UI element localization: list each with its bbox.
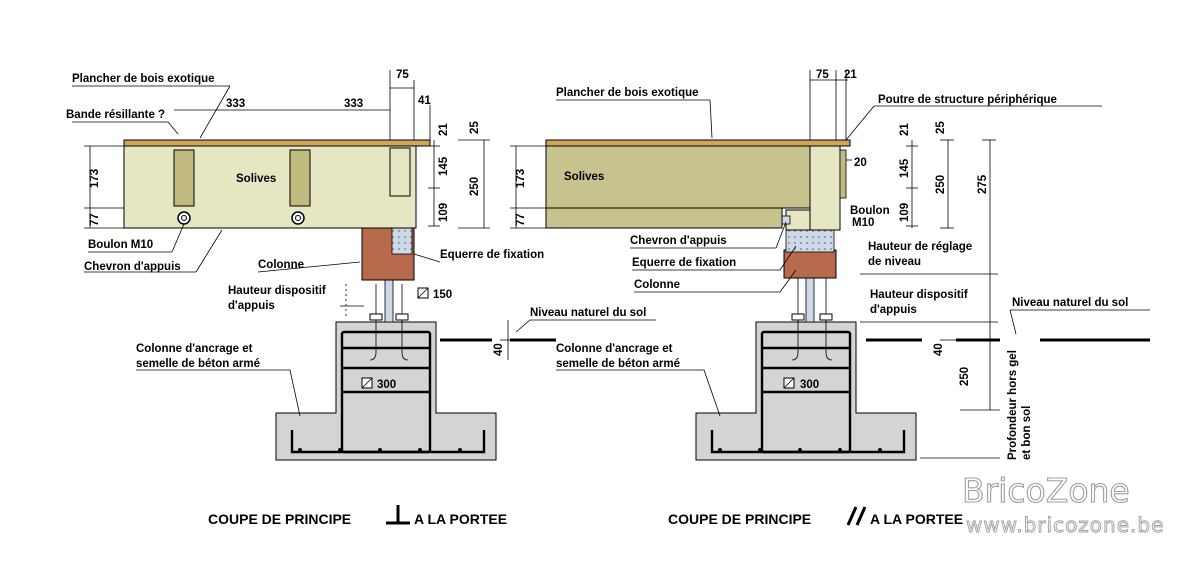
- right-perimeter-beam: [809, 145, 841, 231]
- left-joist: [123, 145, 417, 229]
- right-label-hauteur-2: d'appuis: [870, 304, 917, 316]
- right-label-ancrage-1: Colonne d'ancrage et: [556, 343, 673, 355]
- right-column: [783, 249, 837, 279]
- right-bracket: [785, 229, 835, 253]
- right-caption-suffix: A LA PORTEE: [870, 511, 963, 527]
- left-caption-suffix: A LA PORTEE: [414, 511, 507, 527]
- left-anchor-bolts: [369, 279, 409, 361]
- right-dim-75: 75: [816, 69, 829, 81]
- right-label-boulon-2: M10: [852, 217, 874, 229]
- left-dim-77: 77: [89, 213, 101, 226]
- right-caption-prefix: COUPE DE PRINCIPE: [668, 511, 811, 527]
- left-label-equerre: Equerre de fixation: [440, 249, 544, 261]
- left-dim-40: 40: [493, 343, 505, 356]
- left-dim-21: 21: [438, 123, 450, 136]
- left-dim-109: 109: [438, 203, 450, 222]
- right-label-niveau: Niveau naturel du sol: [1012, 297, 1128, 309]
- right-leaders: [556, 99, 1150, 417]
- left-dim-150: 150: [433, 289, 452, 301]
- right-section: Plancher de bois exotique Poutre de stru…: [510, 69, 1150, 527]
- watermark-url: www.bricozone.be: [966, 513, 1164, 537]
- right-label-profondeur-2: et bon sol: [1021, 406, 1033, 460]
- right-dim-25: 25: [935, 121, 947, 134]
- left-dim-41: 41: [418, 95, 431, 107]
- right-dim-40: 40: [933, 343, 945, 356]
- right-dim-275: 275: [977, 174, 989, 194]
- right-dim-173: 173: [515, 169, 527, 188]
- right-dim-77: 77: [515, 213, 527, 226]
- right-dimensions: [510, 70, 1000, 459]
- right-rebar: [710, 330, 906, 454]
- right-label-colonne: Colonne: [634, 279, 680, 291]
- left-label-boulon: Boulon M10: [88, 239, 153, 251]
- right-dim-109: 109: [899, 203, 911, 222]
- right-joist-lower: [545, 207, 783, 229]
- left-label-solives: Solives: [236, 173, 276, 185]
- right-label-equerre: Equerre de fixation: [632, 257, 736, 269]
- left-dimensions: [84, 70, 516, 389]
- left-label-hauteur-2: d'appuis: [228, 300, 275, 312]
- right-label-chevron: Chevron d'appuis: [630, 235, 727, 247]
- parallel-icon: [846, 506, 867, 526]
- left-spacer-1: [173, 149, 195, 207]
- left-end-post: [389, 147, 411, 197]
- right-label-boulon-1: Boulon: [850, 205, 890, 217]
- right-label-poutre: Poutre de structure périphérique: [878, 94, 1057, 106]
- left-label-niveau: Niveau naturel du sol: [530, 307, 646, 319]
- right-label-reglage-1: Hauteur de réglage: [868, 241, 972, 253]
- left-bolt-2: [291, 211, 305, 225]
- left-dim-173: 173: [89, 169, 101, 188]
- left-bracket: [391, 227, 413, 255]
- left-dim-300: 300: [377, 379, 396, 391]
- left-dim-25: 25: [469, 121, 481, 134]
- left-label-colonne: Colonne: [258, 259, 304, 271]
- left-label-ancrage-2: semelle de béton armé: [136, 358, 260, 370]
- watermark-brand: BricoZone: [962, 471, 1130, 510]
- right-label-ancrage-2: semelle de béton armé: [556, 358, 680, 370]
- right-label-solives: Solives: [564, 171, 604, 183]
- left-label-bande: Bande résillante ?: [66, 109, 165, 121]
- right-label-profondeur-1: Profondeur hors gel: [1007, 350, 1019, 460]
- right-dim-250b: 250: [959, 367, 971, 386]
- left-dim-75: 75: [396, 69, 409, 81]
- left-section: Plancher de bois exotique Bande résillan…: [66, 69, 656, 527]
- right-joist: [545, 145, 811, 209]
- left-rebar: [290, 330, 486, 454]
- left-label-ancrage-1: Colonne d'ancrage et: [136, 343, 253, 355]
- left-dim-250: 250: [469, 177, 481, 196]
- right-dim-250a: 250: [935, 175, 947, 194]
- perpendicular-icon: [386, 505, 410, 525]
- left-leaders: [72, 85, 656, 417]
- right-label-reglage-2: de niveau: [868, 256, 921, 268]
- left-dim-145: 145: [438, 156, 450, 176]
- right-deck: [545, 139, 851, 147]
- right-dim-21top: 21: [844, 69, 857, 81]
- left-label-hauteur-1: Hauteur dispositif: [228, 285, 326, 297]
- left-dim-333b: 333: [344, 98, 363, 110]
- left-label-plancher: Plancher de bois exotique: [72, 73, 215, 85]
- right-dim-21: 21: [899, 123, 911, 136]
- left-spacer-2: [289, 149, 311, 207]
- left-bolt-1: [177, 211, 191, 225]
- left-caption-prefix: COUPE DE PRINCIPE: [208, 511, 351, 527]
- left-label-chevron: Chevron d'appuis: [84, 261, 181, 273]
- right-dim-300: 300: [800, 379, 819, 391]
- right-label-hauteur-1: Hauteur dispositif: [870, 289, 968, 301]
- left-dim-333a: 333: [226, 98, 245, 110]
- right-dim-20: 20: [854, 157, 867, 169]
- right-label-plancher: Plancher de bois exotique: [556, 87, 699, 99]
- right-dim-145: 145: [899, 158, 911, 178]
- left-deck: [123, 139, 431, 147]
